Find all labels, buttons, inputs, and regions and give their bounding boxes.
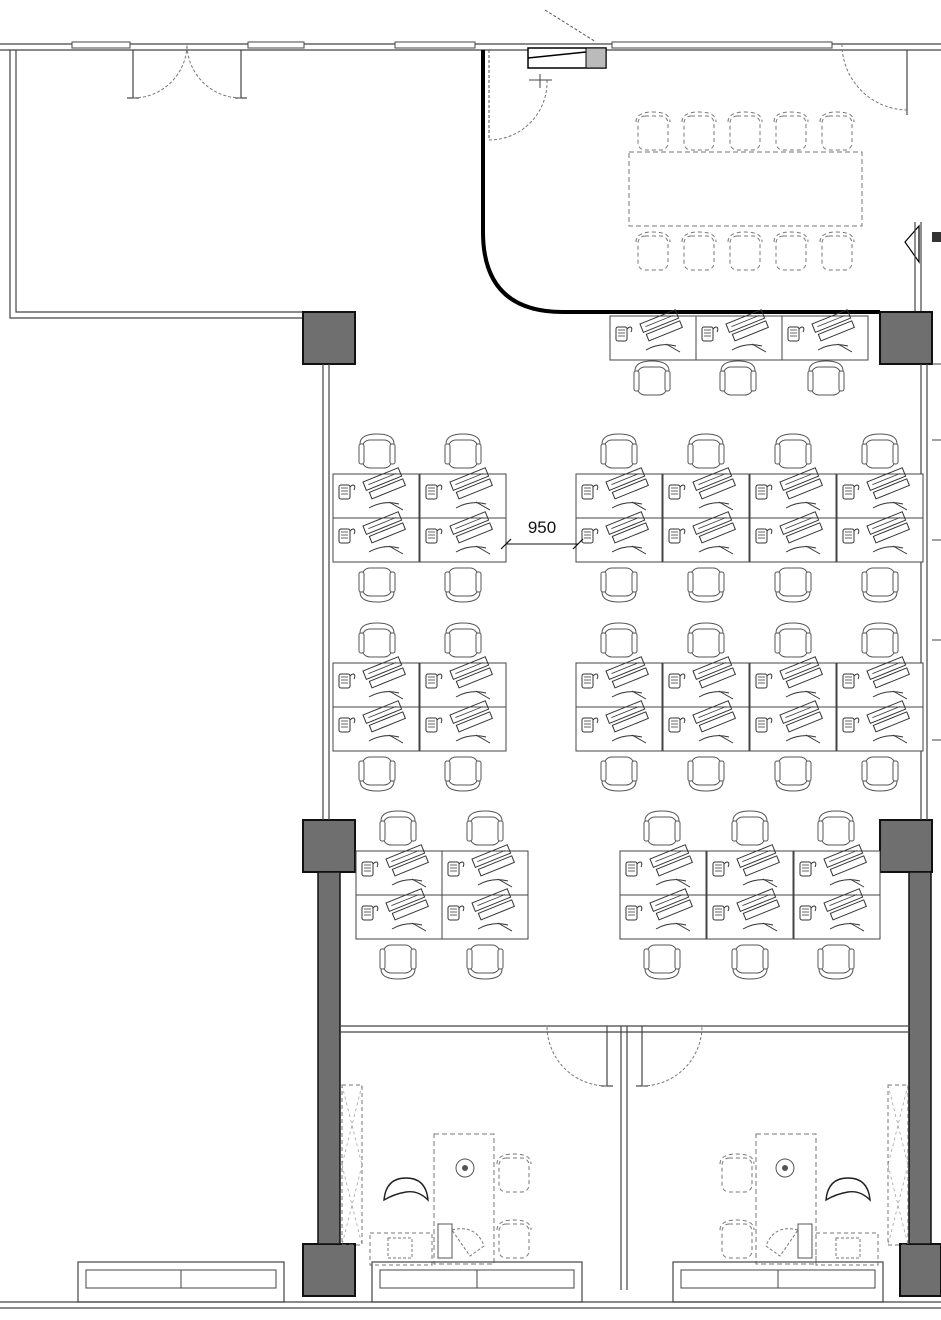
workstation-cluster-c [332, 622, 507, 792]
workstation-cluster-b [575, 433, 924, 603]
column [899, 1243, 941, 1297]
column [302, 311, 356, 365]
column [302, 819, 356, 873]
private-office-left [341, 1084, 532, 1266]
right-edge-ticks [932, 363, 941, 741]
open-area-left [9, 50, 305, 319]
meeting-room [481, 9, 941, 314]
workstation-cluster-e [355, 810, 529, 980]
workstation-cluster-f [619, 810, 881, 980]
private-office-partitions [340, 1025, 910, 1290]
workstation-cluster-a [332, 433, 507, 603]
workstation-cluster-d [575, 622, 924, 792]
column [302, 1243, 356, 1297]
double-door-top-left [127, 43, 247, 99]
column [879, 311, 933, 365]
dimension-label: 950 [528, 518, 556, 537]
top-wall [0, 41, 941, 51]
private-office-right [719, 1084, 909, 1266]
interior-walls [317, 364, 932, 1245]
column [879, 819, 933, 873]
bottom-wall [0, 1261, 941, 1309]
structural-columns [302, 311, 941, 1297]
workstations-front [609, 309, 869, 396]
dimension-950: 950 [500, 518, 584, 550]
